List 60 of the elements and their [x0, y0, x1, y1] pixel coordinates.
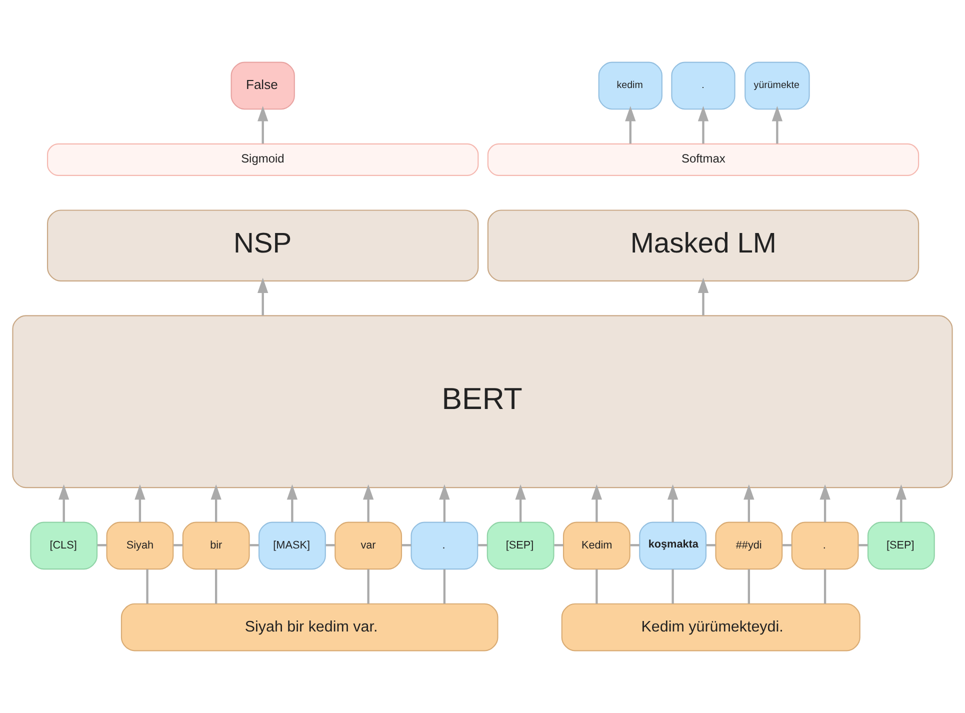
- connector: [402, 544, 412, 546]
- node-box: .: [410, 522, 478, 570]
- node-box: Kedim: [562, 522, 630, 570]
- node-box: NSP: [46, 210, 479, 282]
- node-box: Sigmoid: [46, 143, 479, 176]
- arrow: [362, 484, 374, 522]
- arrow: [58, 484, 70, 522]
- node-box: [SEP]: [867, 522, 935, 570]
- node-box: bir: [182, 522, 250, 570]
- connector: [478, 544, 488, 546]
- connector: [250, 544, 259, 546]
- node-box: Siyah: [106, 522, 174, 570]
- connector: [146, 569, 148, 604]
- arrow: [515, 484, 526, 522]
- connector: [858, 544, 868, 546]
- arrow: [625, 106, 636, 144]
- arrow: [258, 106, 268, 144]
- arrow: [286, 484, 298, 522]
- arrow: [698, 106, 709, 144]
- connector: [97, 544, 107, 546]
- connector: [596, 569, 598, 604]
- connector: [554, 544, 564, 546]
- node-box: .: [791, 522, 859, 570]
- arrow: [134, 484, 146, 522]
- connector: [706, 544, 716, 546]
- connector: [215, 569, 218, 604]
- node-box: Kedim yürümekteydi.: [561, 603, 860, 652]
- node-box: ##ydi: [715, 522, 783, 570]
- node-box: [MASK]: [258, 522, 326, 570]
- node-box: .: [671, 62, 736, 110]
- connector: [326, 544, 335, 546]
- arrow: [210, 484, 222, 522]
- arrow: [258, 278, 268, 316]
- node-box: Siyah bir kedim var.: [120, 603, 498, 652]
- node-box: Masked LM: [487, 210, 920, 282]
- node-box: False: [230, 62, 295, 110]
- connector: [824, 569, 826, 604]
- connector: [672, 569, 674, 604]
- connector: [748, 569, 750, 604]
- arrow: [667, 484, 678, 522]
- node-box: kedim: [598, 62, 662, 110]
- node-box: [SEP]: [486, 522, 554, 570]
- node-box: yürümekte: [744, 62, 810, 110]
- connector: [174, 544, 183, 546]
- connector: [630, 544, 640, 546]
- arrow: [896, 484, 906, 522]
- arrow: [591, 484, 602, 522]
- node-box: koşmakta: [639, 522, 706, 570]
- arrow: [820, 484, 830, 522]
- node-box: Softmax: [487, 143, 920, 176]
- arrow: [772, 106, 783, 144]
- node-box: var: [334, 522, 402, 570]
- arrow: [698, 278, 709, 316]
- node-box: [CLS]: [30, 522, 98, 570]
- connector: [782, 544, 792, 546]
- node-box: BERT: [12, 315, 953, 488]
- arrow: [744, 484, 754, 522]
- connector: [367, 569, 370, 604]
- arrow: [439, 484, 450, 522]
- connector: [443, 569, 446, 604]
